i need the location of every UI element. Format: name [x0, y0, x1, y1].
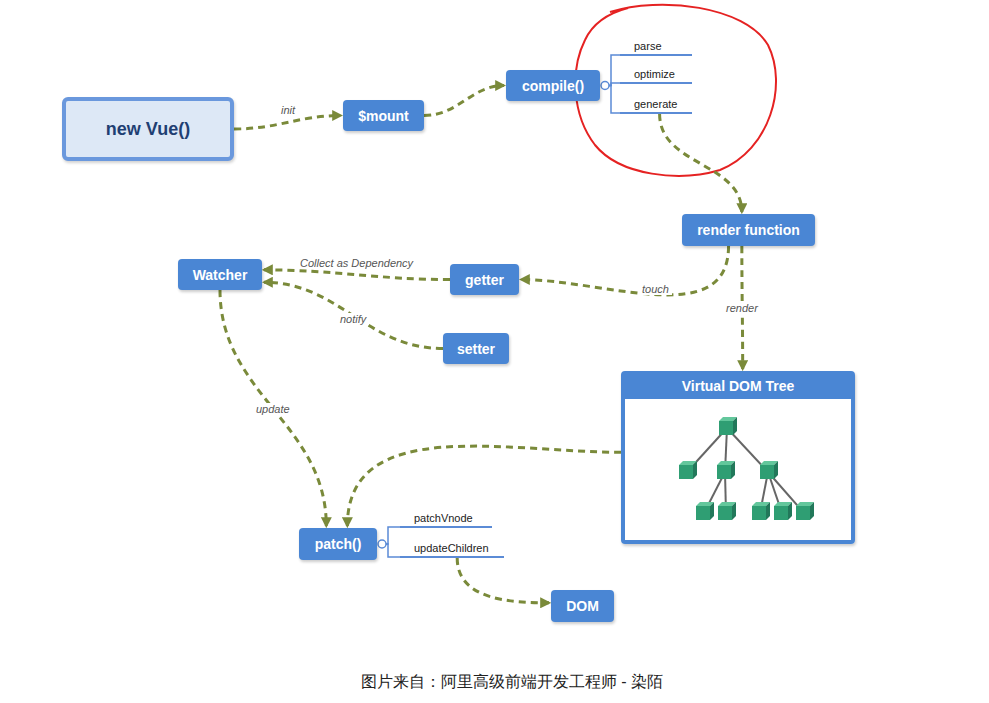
dashed-arrow: [660, 114, 742, 212]
node-label: new Vue(): [106, 119, 190, 140]
step-item: optimize: [620, 66, 692, 84]
process-box: compile(): [506, 70, 600, 101]
bracket-knob: [378, 540, 386, 548]
start-box: new Vue(): [62, 97, 234, 161]
step-item: generate: [620, 96, 692, 114]
cube-front: [717, 465, 731, 479]
edge-label: Collect as Dependency: [297, 257, 416, 269]
node-label: $mount: [358, 108, 409, 124]
tree-ground: [625, 396, 843, 540]
cube-side: [766, 502, 770, 520]
step-item: parse: [620, 38, 692, 56]
cube-front: [752, 506, 766, 520]
node-label: generate: [634, 98, 677, 110]
node-label: parse: [634, 40, 662, 52]
process-box: setter: [443, 333, 509, 364]
edge-label: render: [723, 302, 761, 314]
process-box: render function: [682, 214, 815, 246]
dashed-arrow: [347, 446, 621, 526]
panel-title: Virtual DOM Tree: [625, 375, 851, 399]
cube-side: [733, 417, 737, 435]
node-label: compile(): [522, 78, 584, 94]
node-label: getter: [465, 272, 504, 288]
cube-front: [774, 506, 788, 520]
node-label: Watcher: [193, 267, 248, 283]
cube-front: [719, 421, 733, 435]
edge-label: notify: [337, 313, 369, 325]
cube-side: [732, 502, 736, 520]
cube-side: [810, 502, 814, 520]
dashed-arrow: [424, 86, 504, 116]
cube-side: [731, 461, 735, 479]
figure-caption: 图片来自：阿里高级前端开发工程师 - 染陌: [262, 672, 762, 693]
dashed-arrow: [220, 290, 326, 526]
cube-front: [696, 506, 710, 520]
highlight-circle: [575, 5, 776, 176]
node-label: patchVnode: [414, 512, 473, 524]
node-label: render function: [697, 222, 800, 238]
dashed-arrow: [234, 116, 341, 130]
edge-label: init: [278, 104, 298, 116]
cube-front: [718, 506, 732, 520]
node-label: updateChildren: [414, 542, 489, 554]
edge-label: update: [253, 403, 293, 415]
process-box: getter: [450, 264, 519, 295]
node-label: patch(): [315, 536, 362, 552]
bracket-line: [386, 527, 406, 544]
node-label: setter: [457, 341, 495, 357]
cube-side: [710, 502, 714, 520]
cube-side: [693, 461, 697, 479]
dashed-arrow: [264, 282, 443, 348]
bracket-line: [386, 544, 406, 557]
cube-front: [760, 465, 774, 479]
bracket-knob: [601, 82, 609, 90]
edge-label: touch: [639, 283, 672, 295]
cube-front: [796, 506, 810, 520]
node-label: optimize: [634, 68, 675, 80]
dashed-arrow: [457, 558, 549, 603]
dashed-arrow: [521, 246, 729, 295]
step-item: patchVnode: [400, 510, 492, 528]
process-box: $mount: [343, 100, 424, 131]
tree-illustration: [679, 417, 814, 520]
process-box: Watcher: [178, 259, 262, 290]
bracket-line: [609, 55, 626, 86]
process-box: patch(): [299, 528, 377, 560]
cube-side: [788, 502, 792, 520]
dashed-arrow: [264, 270, 450, 280]
process-box: DOM: [551, 590, 614, 622]
cube-side: [774, 461, 778, 479]
node-label: DOM: [566, 598, 599, 614]
tree-panel: Virtual DOM Tree: [621, 371, 855, 544]
cube-front: [679, 465, 693, 479]
bracket-line: [609, 86, 626, 114]
step-item: updateChildren: [400, 540, 504, 558]
